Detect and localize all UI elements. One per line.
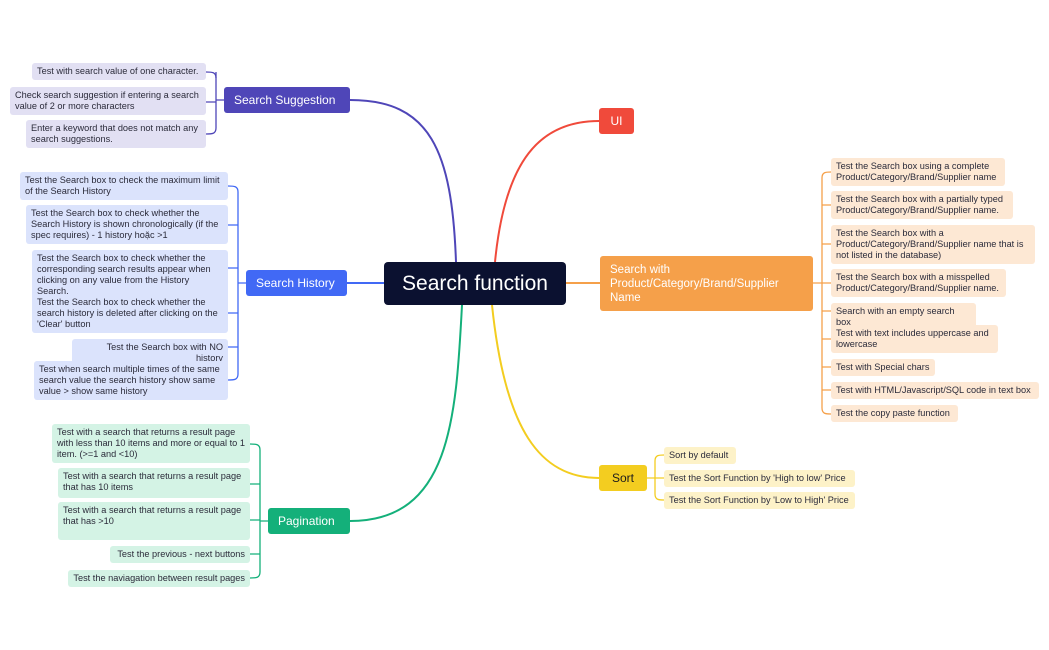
root-topic[interactable]: Search function: [384, 262, 566, 305]
edge-sort: [491, 304, 600, 479]
leaf-pagination-2[interactable]: Test with a search that returns a result…: [58, 468, 250, 498]
leaf-search-with-9[interactable]: Test the copy paste function: [831, 405, 958, 422]
leaf-search-with-6[interactable]: Test with text includes uppercase and lo…: [831, 325, 998, 353]
leaf-search-history-6[interactable]: Test when search multiple times of the s…: [34, 361, 228, 400]
leaf-search-with-1[interactable]: Test the Search box using a complete Pro…: [831, 158, 1005, 186]
leaf-sort-1[interactable]: Sort by default: [664, 447, 736, 464]
leaf-search-history-2[interactable]: Test the Search box to check whether the…: [26, 205, 228, 244]
leaf-search-with-7[interactable]: Test with Special chars: [831, 359, 935, 376]
leaf-sort-3[interactable]: Test the Sort Function by 'Low to High' …: [664, 492, 855, 509]
leaf-pagination-4[interactable]: Test the previous - next buttons: [110, 546, 250, 563]
leaf-search-with-8[interactable]: Test with HTML/Javascript/SQL code in te…: [831, 382, 1039, 399]
leaf-search-with-4[interactable]: Test the Search box with a misspelled Pr…: [831, 269, 1006, 297]
edge-ss-bracket: [215, 72, 224, 128]
leaf-sort-2[interactable]: Test the Sort Function by 'High to low' …: [664, 470, 855, 487]
leaf-search-with-2[interactable]: Test the Search box with a partially typ…: [831, 191, 1013, 219]
edge-sh-bracket: [237, 192, 246, 374]
leaf-search-history-1[interactable]: Test the Search box to check the maximum…: [20, 172, 228, 200]
branch-pagination[interactable]: Pagination: [268, 508, 350, 534]
leaf-search-suggestion-1[interactable]: Test with search value of one character.: [32, 63, 206, 80]
branch-search-suggestion[interactable]: Search Suggestion: [224, 87, 350, 113]
edge-sw-bracket: [813, 178, 823, 408]
leaf-search-suggestion-3[interactable]: Enter a keyword that does not match any …: [26, 120, 206, 148]
leaf-search-history-4[interactable]: Test the Search box to check whether the…: [32, 294, 228, 333]
branch-search-history[interactable]: Search History: [246, 270, 347, 296]
branch-ui[interactable]: UI: [599, 108, 634, 134]
branch-sort[interactable]: Sort: [599, 465, 647, 491]
leaf-pagination-5[interactable]: Test the naviagation between result page…: [68, 570, 250, 587]
edge-ui: [494, 120, 600, 263]
edge-search-suggestion: [349, 99, 457, 263]
leaf-pagination-3[interactable]: Test with a search that returns a result…: [58, 502, 250, 540]
leaf-search-suggestion-2[interactable]: Check search suggestion if entering a se…: [10, 87, 206, 115]
leaf-pagination-1[interactable]: Test with a search that returns a result…: [52, 424, 250, 463]
branch-search-with[interactable]: Search with Product/Category/Brand/Suppl…: [600, 256, 813, 311]
edge-pg-bracket: [259, 450, 268, 572]
leaf-search-history-3[interactable]: Test the Search box to check whether the…: [32, 250, 228, 300]
edge-sort-bracket: [647, 461, 656, 494]
leaf-search-with-3[interactable]: Test the Search box with a Product/Categ…: [831, 225, 1035, 264]
edge-pagination: [349, 304, 463, 522]
